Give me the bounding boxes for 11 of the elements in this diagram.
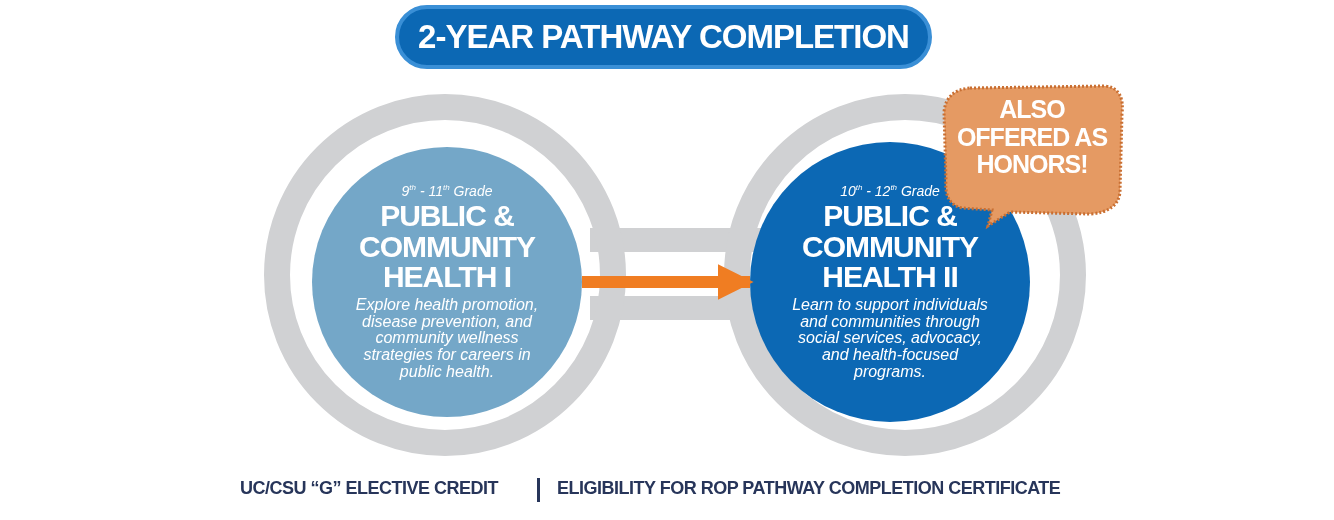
- course-title: PUBLIC & COMMUNITY HEALTH I: [358, 201, 537, 293]
- grade-label: 9$^{th}$ - 11$^{th}$ Grade: [401, 183, 493, 200]
- course-description: Learn to support individuals and communities through social services, advocacy, and health-focused programs.: [791, 296, 989, 381]
- course-description: Explore health promotion, disease prevention, and community wellness strategies for careers in public health.: [354, 296, 540, 381]
- callout-text: ALSO OFFERED AS HONORS!: [955, 96, 1109, 179]
- course-title: PUBLIC & COMMUNITY HEALTH II: [801, 201, 980, 293]
- grade-label: 10$^{th}$ - 12$^{th}$ Grade: [840, 183, 940, 200]
- credit-note: ELIGIBILITY FOR ROP PATHWAY COMPLETION CERTIFICATE: [557, 478, 1061, 499]
- title-banner: 2-YEAR PATHWAY COMPLETION: [395, 5, 932, 69]
- arrow: [582, 264, 754, 300]
- credit-note: UC/CSU “G” ELECTIVE CREDIT: [240, 478, 499, 499]
